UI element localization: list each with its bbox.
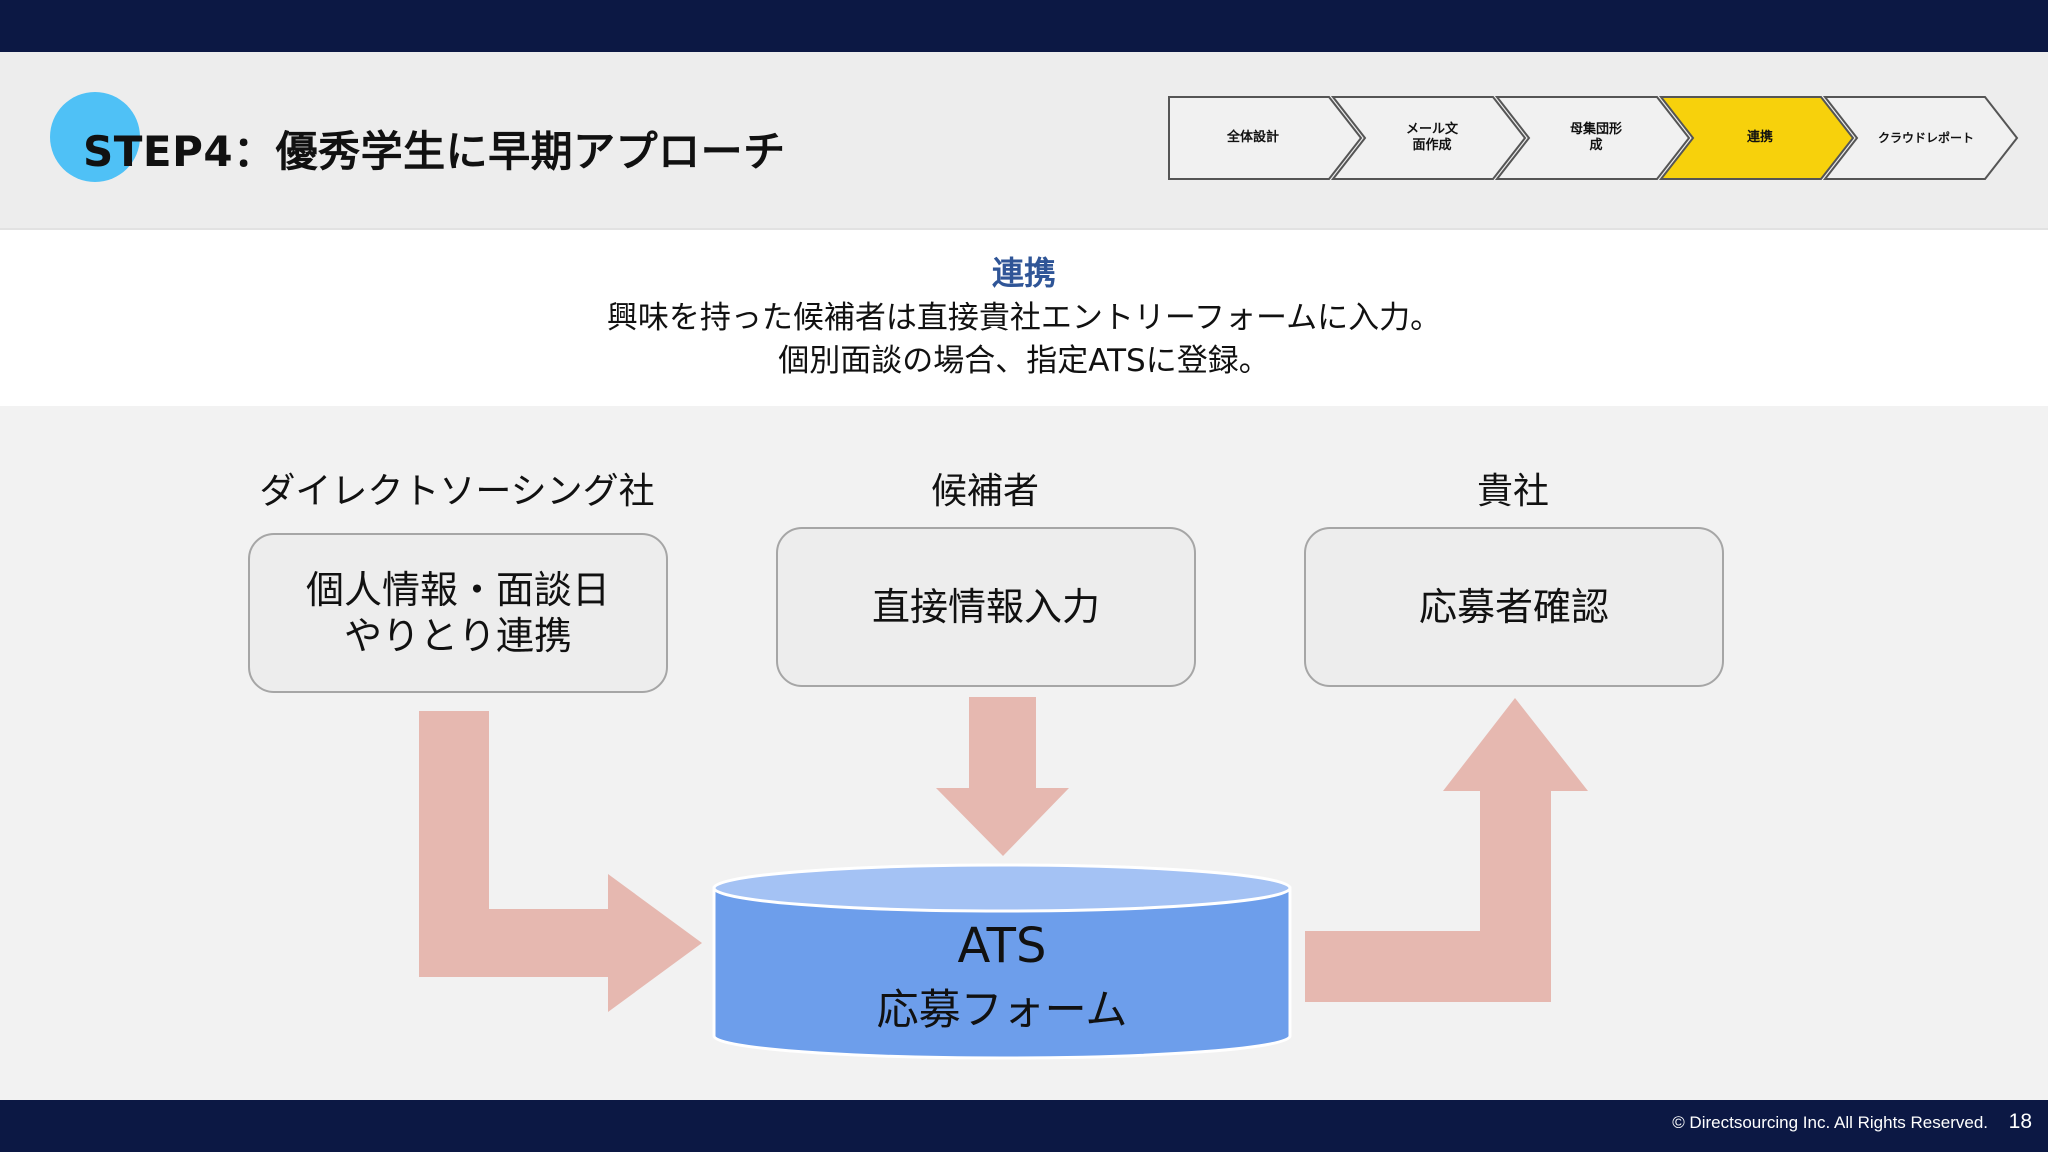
summary-line-1: 興味を持った候補者は直接貴社エントリーフォームに入力。: [606, 300, 1442, 336]
step-chevron-4: [1658, 96, 1855, 180]
step-text: 連携: [1746, 130, 1773, 145]
step-text: クラウドレポート: [1877, 131, 1974, 145]
database-title: ATS: [957, 918, 1047, 974]
database-subtitle: 応募フォーム: [876, 985, 1128, 1034]
step-label-2: メール文 面作成: [1350, 96, 1514, 180]
step-text: メール文 面作成: [1405, 122, 1458, 153]
step-label-3: 母集団形 成: [1514, 96, 1678, 180]
process-box-directsourcing: 個人情報・面談日 やりとり連携: [248, 533, 668, 693]
step-label-1: 全体設計: [1168, 96, 1338, 180]
step-label-4: 連携: [1678, 96, 1842, 180]
step-chevron-1: [1168, 96, 1363, 180]
column-header-company: 貴社: [1476, 471, 1549, 512]
step-text: 母集団形 成: [1569, 122, 1622, 153]
footer-bar: [0, 1100, 2048, 1152]
summary-line-2: 個別面談の場合、指定ATSに登録。: [778, 343, 1270, 379]
step-progress: 全体設計 メール文 面作成 母集団形 成 連携 クラウドレポート: [1168, 96, 2028, 180]
process-box-company: 応募者確認: [1304, 527, 1724, 687]
step-label-5: クラウドレポート: [1844, 96, 2008, 180]
top-bar: [0, 0, 2048, 52]
step-chevrons: [1168, 96, 2019, 180]
step-chevron-3: [1494, 96, 1691, 180]
process-box-text: 直接情報入力: [871, 585, 1100, 629]
column-header-candidate: 候補者: [930, 471, 1039, 512]
step-chevron-2: [1330, 96, 1527, 180]
step-text: 全体設計: [1226, 130, 1279, 145]
summary-band: [0, 230, 2048, 406]
step-chevron-5: [1822, 96, 2019, 180]
process-box-text: 個人情報・面談日 やりとり連携: [305, 568, 610, 658]
slide-title: STEP4：優秀学生に早期アプローチ: [83, 127, 786, 176]
column-header-directsourcing: ダイレクトソーシング社: [259, 471, 655, 512]
accent-circle: [50, 92, 140, 182]
copyright-text: © Directsourcing Inc. All Rights Reserve…: [1672, 1113, 1988, 1132]
process-box-candidate: 直接情報入力: [776, 527, 1196, 687]
summary-heading: 連携: [991, 254, 1056, 292]
page-number: 18: [2008, 1110, 2032, 1133]
process-box-text: 応募者確認: [1418, 585, 1609, 629]
